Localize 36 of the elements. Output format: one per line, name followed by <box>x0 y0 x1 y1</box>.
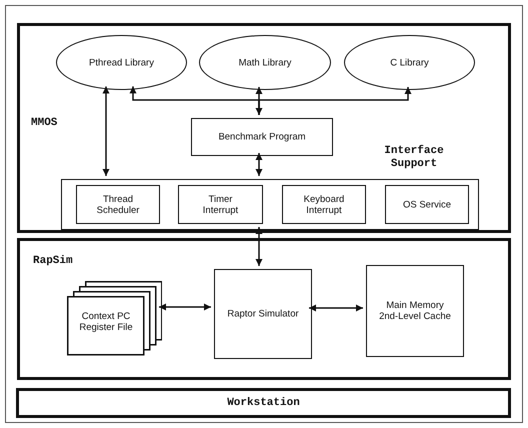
group-heading: Interface Support <box>383 145 445 171</box>
layer-title: RapSim <box>33 255 73 268</box>
memory-box <box>366 265 464 357</box>
library-ellipse <box>199 35 331 90</box>
layer-title: MMOS <box>31 117 58 130</box>
node-label: Timer Interrupt <box>202 194 240 216</box>
arrow <box>256 153 262 176</box>
node-label: Thread Scheduler <box>96 194 140 216</box>
arrow <box>309 304 363 312</box>
system-layer-panel <box>17 23 511 233</box>
node-label: C Library <box>389 57 430 68</box>
node-label: Math Library <box>238 57 292 68</box>
process-box <box>191 118 333 156</box>
module-box <box>385 185 469 224</box>
arrow <box>102 86 110 176</box>
node-label: Keyboard Interrupt <box>302 194 346 216</box>
module-box <box>282 185 366 224</box>
node-label: Benchmark Program <box>217 132 307 142</box>
arrow <box>159 304 211 310</box>
library-ellipse <box>56 35 187 90</box>
simulator-layer-panel <box>17 238 511 380</box>
platform-bar <box>16 388 511 418</box>
module-box <box>76 185 160 224</box>
simulator-box <box>214 269 312 359</box>
stacked-cards <box>67 281 162 356</box>
arrow <box>258 87 412 115</box>
node-label: OS Service <box>402 199 452 210</box>
arrow <box>256 86 262 115</box>
platform-label: Workstation <box>226 397 301 410</box>
arrow <box>256 227 262 266</box>
library-ellipse <box>344 35 475 90</box>
module-box <box>178 185 263 224</box>
node-label: Main Memory 2nd-Level Cache <box>378 300 452 322</box>
card-label: Context PC Register File <box>78 311 134 333</box>
node-label: Pthread Library <box>88 57 155 68</box>
node-label: Raptor Simulator <box>226 308 300 320</box>
